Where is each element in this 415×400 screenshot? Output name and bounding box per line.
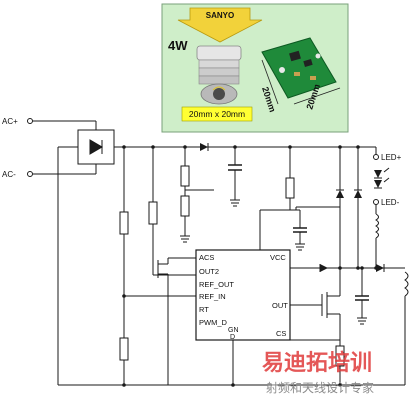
- pin-ref-out: REF_OUT: [199, 280, 234, 289]
- watermark-title: 易迪拓培训: [262, 350, 372, 376]
- bridge-diode-icon: [89, 139, 103, 155]
- pin-out: OUT: [272, 301, 288, 310]
- led-minus-terminal: [373, 199, 379, 205]
- led-minus-label: LED-: [381, 198, 400, 207]
- ac-minus-label: AC-: [2, 170, 16, 179]
- diode-d3-icon: [354, 190, 362, 198]
- inductor-l2: [404, 271, 409, 297]
- power-label: 4W: [168, 38, 188, 53]
- pin-rt: RT: [199, 305, 209, 314]
- resistor-r3: [148, 201, 158, 225]
- pin-vcc: VCC: [270, 253, 286, 262]
- led-plus-terminal: [373, 154, 379, 160]
- pin-pwm-d: PWM_D: [199, 318, 228, 327]
- pin-d: D: [230, 334, 235, 341]
- ac-minus-terminal: [27, 171, 33, 177]
- size-caption: 20mm x 20mm: [189, 109, 245, 119]
- resistor-r2: [119, 337, 129, 361]
- diode-d2-icon: [336, 190, 344, 198]
- arrow-icon: [177, 7, 263, 43]
- led-icon-2: [374, 180, 382, 188]
- brand-label: SANYO: [206, 11, 234, 20]
- controller-ic: ACS OUT2 REF_OUT REF_IN RT PWM_D VCC OUT…: [195, 249, 291, 341]
- resistor-r5: [180, 195, 190, 217]
- product-photo: SANYO 4W 20mm 20mm 20mm x: [161, 3, 349, 133]
- junctions: [122, 145, 378, 387]
- ic-body: [195, 249, 291, 341]
- ac-input: [27, 118, 124, 385]
- ac-plus-terminal: [27, 118, 33, 124]
- resistor-r6: [285, 177, 295, 199]
- watermark-subtitle: 射频和天线设计专家: [266, 380, 374, 395]
- pin-cs: CS: [276, 329, 286, 338]
- diode-d4-icon: [320, 264, 328, 272]
- pin-acs: ACS: [199, 253, 214, 262]
- diode-d1-icon: [200, 143, 208, 151]
- pin-gnd: GN: [228, 327, 239, 334]
- resistor-r1: [119, 211, 129, 235]
- pcb-board-icon: [261, 37, 337, 99]
- inductor-l1: [375, 213, 379, 239]
- wiring: [58, 143, 409, 386]
- led-plus-label: LED+: [381, 153, 402, 162]
- led-icon: [374, 170, 382, 178]
- bulb-base-icon: [196, 45, 242, 105]
- caption-box: [181, 106, 253, 122]
- pin-out2: OUT2: [199, 267, 219, 276]
- resistor-r4: [180, 165, 190, 187]
- diode-d5-icon: [376, 264, 384, 272]
- ac-plus-label: AC+: [2, 117, 18, 126]
- watermark: 易迪拓培训 射频和天线设计专家: [262, 350, 374, 395]
- pin-ref-in: REF_IN: [199, 292, 226, 301]
